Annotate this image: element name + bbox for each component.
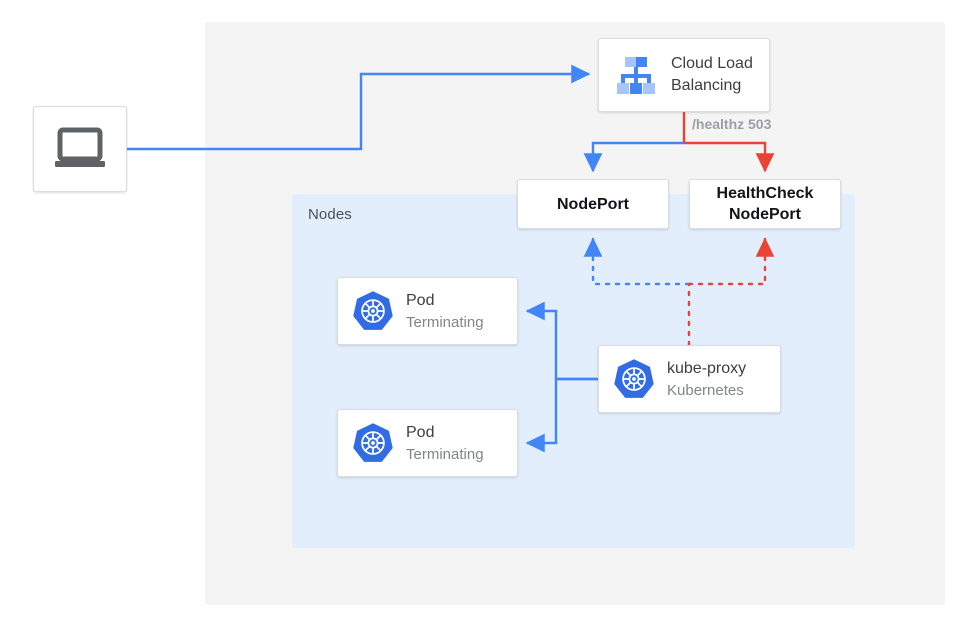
pod-2-status: Terminating <box>406 445 484 463</box>
cloud-load-balancing-icon <box>613 54 659 96</box>
nodeport-node[interactable]: NodePort <box>517 179 669 229</box>
healthz-edge-label: /healthz 503 <box>692 116 772 132</box>
load-balancer-title-line2: Balancing <box>671 77 742 94</box>
load-balancer-title: Cloud Load <box>671 55 753 72</box>
kubernetes-icon <box>613 358 655 400</box>
healthcheck-nodeport-label-line1: HealthCheck <box>716 185 814 202</box>
kube-proxy-subtitle: Kubernetes <box>667 381 744 399</box>
nodes-panel-label: Nodes <box>308 206 352 223</box>
client-node[interactable] <box>33 106 127 192</box>
kube-proxy-node[interactable]: kube-proxy Kubernetes <box>598 345 781 413</box>
healthcheck-nodeport-label-line2: NodePort <box>728 206 801 223</box>
cloud-load-balancing-node[interactable]: Cloud Load Balancing <box>598 38 770 112</box>
pod-node-1[interactable]: Pod Terminating <box>337 277 518 345</box>
healthcheck-nodeport-node[interactable]: HealthCheck NodePort <box>689 179 841 229</box>
kubernetes-icon <box>352 290 394 332</box>
laptop-icon <box>53 127 107 171</box>
pod-node-2[interactable]: Pod Terminating <box>337 409 518 477</box>
kubernetes-icon <box>352 422 394 464</box>
pod-1-title: Pod <box>406 291 435 309</box>
kube-proxy-title: kube-proxy <box>667 359 747 377</box>
pod-1-status: Terminating <box>406 313 484 331</box>
pod-2-title: Pod <box>406 423 435 441</box>
nodeport-label: NodePort <box>557 195 629 213</box>
